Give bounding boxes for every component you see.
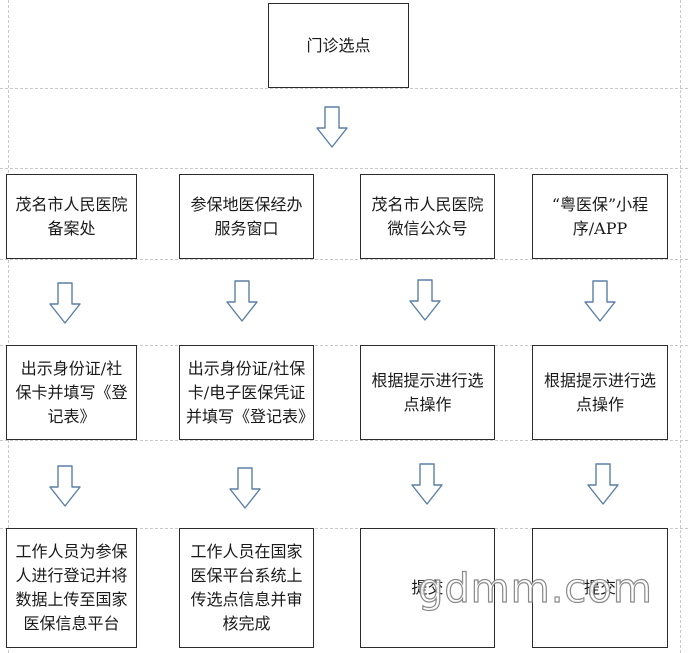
channel-label: 茂名市人民医院备案处 — [15, 194, 128, 238]
step1-label: 根据提示进行选点操作 — [543, 370, 656, 414]
step1-label: 出示身份证/社保卡/电子医保凭证并填写《登记表》 — [186, 358, 314, 426]
top-node-box: 门诊选点 — [268, 3, 409, 88]
step1-box: 根据提示进行选点操作 — [360, 345, 495, 440]
channel-label: 参保地医保经办服务窗口 — [190, 194, 303, 238]
step2-box: 提交 — [532, 528, 668, 648]
down-arrow-icon — [229, 467, 261, 509]
step1-label: 出示身份证/社保卡并填写《登记表》 — [15, 358, 128, 426]
step2-box: 工作人员在国家医保平台系统上传选点信息并审核完成 — [179, 528, 314, 648]
channel-box-hospital-office: 茂名市人民医院备案处 — [6, 174, 137, 259]
down-arrow-icon — [411, 463, 443, 505]
down-arrow-icon — [316, 106, 348, 148]
top-node-label: 门诊选点 — [306, 35, 371, 55]
step2-label: 工作人员为参保人进行登记并将数据上传至国家医保信息平台 — [15, 542, 128, 633]
step2-box: 工作人员为参保人进行登记并将数据上传至国家医保信息平台 — [6, 528, 137, 648]
guide-line — [0, 528, 688, 529]
guide-line — [0, 88, 688, 89]
guide-line — [0, 168, 688, 169]
submit-label: 提交 — [411, 578, 444, 597]
step1-box: 出示身份证/社保卡并填写《登记表》 — [6, 345, 137, 440]
down-arrow-icon — [584, 280, 616, 322]
channel-label: 茂名市人民医院微信公众号 — [371, 194, 484, 238]
guide-line — [680, 0, 681, 653]
channel-label: “粤医保”小程序/APP — [551, 194, 649, 238]
guide-line — [0, 440, 688, 441]
step1-label: 根据提示进行选点操作 — [371, 370, 484, 414]
guide-line — [0, 345, 688, 346]
down-arrow-icon — [587, 463, 619, 505]
guide-line — [8, 0, 9, 653]
step1-box: 根据提示进行选点操作 — [532, 345, 668, 440]
down-arrow-icon — [409, 279, 441, 321]
submit-label: 提交 — [583, 578, 616, 597]
channel-box-insurance-window: 参保地医保经办服务窗口 — [179, 174, 314, 259]
down-arrow-icon — [226, 280, 258, 322]
down-arrow-icon — [49, 282, 81, 324]
step1-box: 出示身份证/社保卡/电子医保凭证并填写《登记表》 — [179, 345, 314, 440]
down-arrow-icon — [49, 465, 81, 507]
step2-box: 提交 — [360, 528, 495, 648]
guide-line — [0, 259, 688, 260]
channel-box-wechat-account: 茂名市人民医院微信公众号 — [360, 174, 495, 259]
watermark-logo: gdmm.com — [417, 565, 653, 612]
channel-box-mini-program: “粤医保”小程序/APP — [532, 174, 668, 259]
step2-label: 工作人员在国家医保平台系统上传选点信息并审核完成 — [190, 542, 303, 633]
